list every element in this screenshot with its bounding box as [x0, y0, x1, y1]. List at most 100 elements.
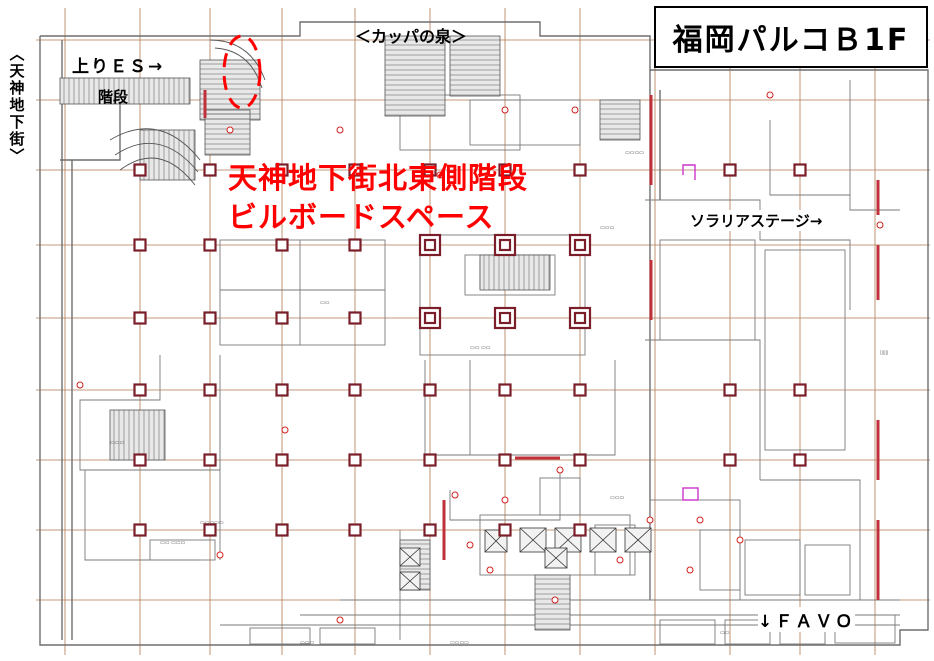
column	[203, 238, 217, 252]
fire-marker	[451, 491, 459, 499]
elevator-cross	[589, 527, 617, 553]
fire-marker	[551, 596, 559, 604]
column	[133, 453, 147, 467]
column	[203, 453, 217, 467]
column	[348, 453, 362, 467]
red-wall-segments	[203, 90, 880, 600]
column	[793, 383, 807, 397]
highlight-title-line2: ビルボードスペース	[228, 200, 495, 234]
tenjin-underground-label: ︿ 天 神 地 下 街 ﹀	[6, 46, 28, 165]
elevator-cross	[519, 527, 547, 553]
column-core	[423, 311, 437, 325]
highlight-title-line1: 天神地下街北東側階段	[228, 161, 529, 195]
tiny-plan-label: ▭▭▭	[110, 440, 125, 446]
column-core	[498, 311, 512, 325]
up-escalator-label: 上りＥＳ→	[72, 57, 165, 77]
fire-marker	[76, 381, 84, 389]
column-core	[498, 238, 512, 252]
fire-marker	[646, 516, 654, 524]
tiny-plan-label: ▭▭▭▭▭	[200, 520, 224, 526]
magenta-fixtures	[682, 164, 699, 501]
column	[573, 163, 587, 177]
vertical-char: 下	[9, 113, 25, 131]
column	[793, 453, 807, 467]
fire-marker	[466, 541, 474, 549]
column	[498, 453, 512, 467]
column	[275, 383, 289, 397]
stairs-label: 階段	[98, 88, 129, 106]
fire-marker	[336, 126, 344, 134]
elevator-cross	[399, 571, 421, 591]
tiny-plan-label: ▭▭	[320, 300, 330, 306]
vertical-char: ︿	[9, 45, 25, 63]
column	[275, 163, 289, 177]
column	[203, 163, 217, 177]
tiny-plan-label: ▭▭ ▭▭	[470, 345, 491, 351]
column	[573, 453, 587, 467]
tiny-plan-label: ▭▭▭▭	[625, 150, 644, 156]
stair-treads	[63, 39, 640, 630]
fire-marker	[501, 496, 509, 504]
column	[133, 163, 147, 177]
fire-marker	[436, 171, 444, 179]
column	[348, 383, 362, 397]
tiny-plan-label: ▭▭ ▭▭▭	[160, 540, 186, 546]
vertical-char: ﹀	[9, 147, 25, 165]
highlight-circle	[222, 34, 262, 110]
column	[133, 383, 147, 397]
column	[723, 383, 737, 397]
column	[133, 523, 147, 537]
column	[498, 523, 512, 537]
column	[423, 523, 437, 537]
column	[203, 311, 217, 325]
column	[133, 238, 147, 252]
fire-marker	[486, 566, 494, 574]
column	[203, 523, 217, 537]
column	[348, 311, 362, 325]
fire-marker	[616, 556, 624, 564]
column	[275, 311, 289, 325]
column	[573, 383, 587, 397]
column	[348, 163, 362, 177]
favo-label: ↓ＦＡＶＯ	[758, 607, 856, 632]
fire-marker	[336, 616, 344, 624]
vertical-char: 天	[9, 62, 25, 80]
fire-marker	[571, 106, 579, 114]
column	[275, 238, 289, 252]
fire-marker	[501, 106, 509, 114]
solaria-stage-label: ソラリアステージ→	[688, 210, 825, 231]
column	[423, 163, 437, 177]
room-outlines	[79, 80, 900, 645]
structural-columns	[133, 163, 807, 537]
fire-marker	[226, 126, 234, 134]
tiny-plan-label: ▭▭▭▭	[450, 640, 469, 646]
column	[348, 238, 362, 252]
fire-marker	[556, 466, 564, 474]
fire-equipment-markers	[76, 91, 884, 624]
fire-marker	[686, 566, 694, 574]
elevator-cross	[544, 547, 568, 569]
column-core	[573, 238, 587, 252]
column	[348, 523, 362, 537]
column	[133, 311, 147, 325]
column	[723, 453, 737, 467]
title-box: 福岡パルコＢ1F	[654, 6, 928, 68]
column	[203, 383, 217, 397]
fire-marker	[736, 536, 744, 544]
elevator-cross	[624, 527, 652, 553]
vertical-char: 地	[9, 96, 25, 114]
vertical-char: 神	[9, 79, 25, 97]
tiny-plan-label: ▭▭▭	[600, 225, 615, 231]
curved-stair	[109, 39, 266, 186]
map-title: 福岡パルコＢ1F	[672, 23, 910, 58]
fire-marker	[696, 516, 704, 524]
column	[573, 523, 587, 537]
tiny-plan-label: ▭▭▭	[300, 640, 315, 646]
vertical-char: 街	[9, 130, 25, 148]
column	[275, 453, 289, 467]
column-core	[573, 311, 587, 325]
kappa-fountain-label: ＜カッパの泉＞	[355, 27, 468, 46]
column	[423, 383, 437, 397]
elevator-cross	[399, 547, 421, 567]
